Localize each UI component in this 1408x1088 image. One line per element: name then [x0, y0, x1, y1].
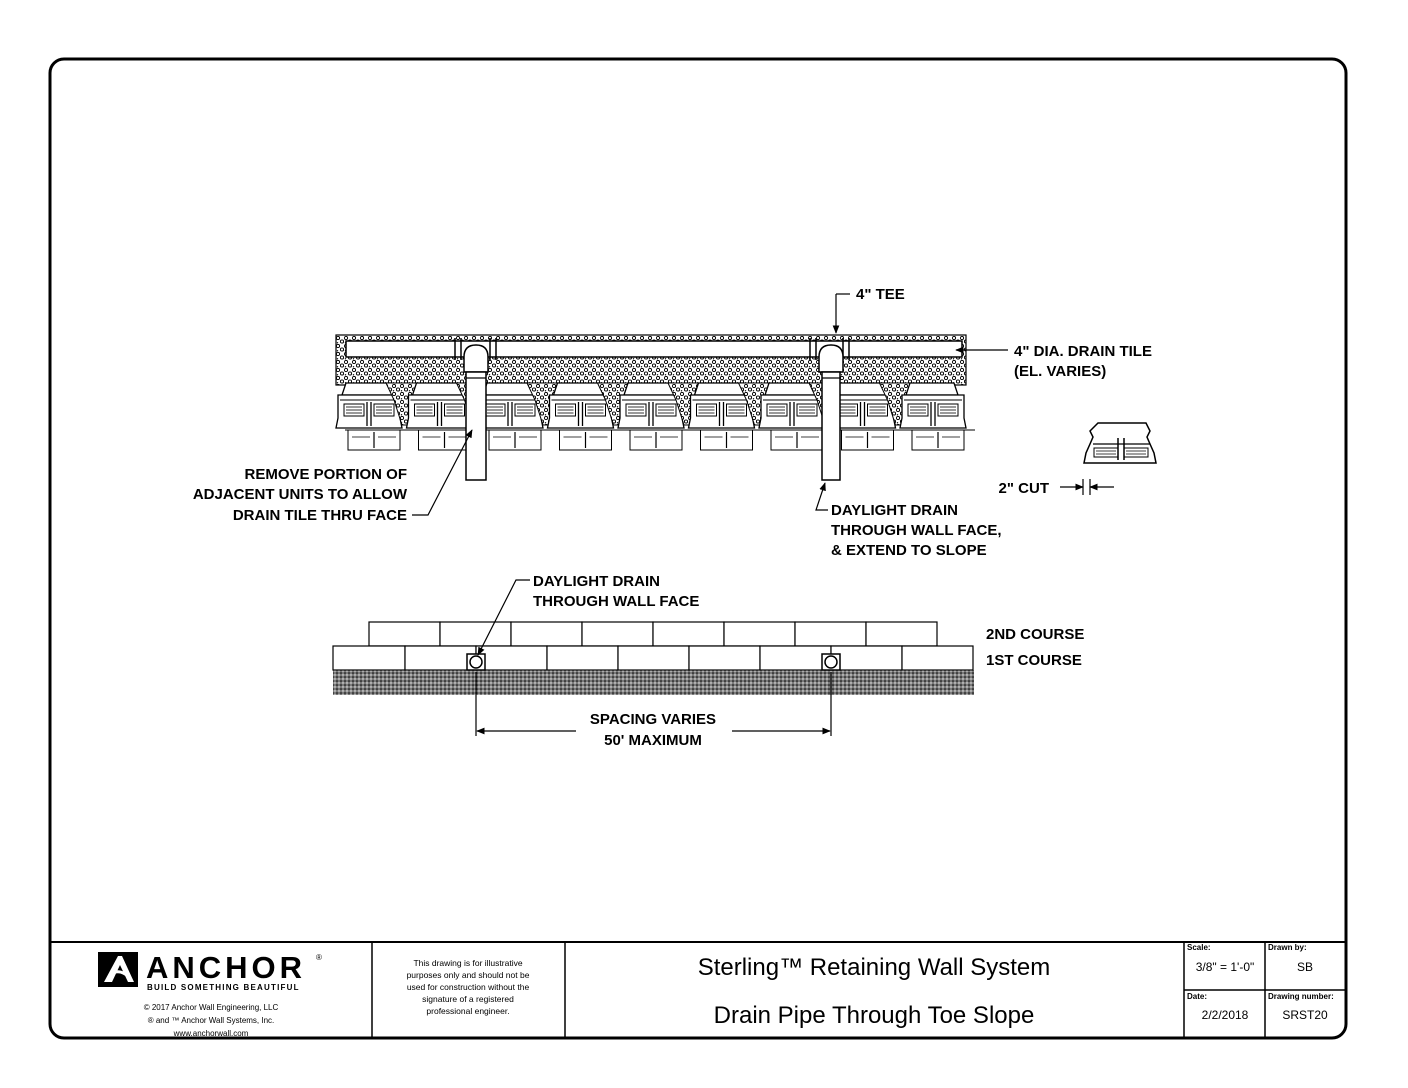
- daylight-plan-label-2: THROUGH WALL FACE,: [831, 522, 1002, 539]
- wall-unit: [405, 382, 474, 451]
- wall-unit: [476, 382, 544, 451]
- drain-tile-elevation-note: (EL. VARIES): [1014, 363, 1106, 380]
- first-course-block: [688, 645, 761, 671]
- second-course: [368, 621, 938, 647]
- wall-unit: [335, 382, 403, 451]
- daylight-elev-label-2: THROUGH WALL FACE: [533, 593, 699, 610]
- brand-tagline: BUILD SOMETHING BEAUTIFUL: [147, 983, 300, 992]
- second-course-block: [794, 621, 867, 647]
- disclaimer-line-4: signature of a registered: [422, 994, 514, 1004]
- first-course: [332, 645, 974, 671]
- tee-left: [463, 344, 489, 481]
- first-course-label: 1ST COURSE: [986, 652, 1082, 669]
- first-course-block: [404, 645, 477, 671]
- drawn-by-value: SB: [1297, 960, 1313, 974]
- scale-value: 3/8" = 1'-0": [1196, 960, 1255, 974]
- daylight-elev-leader: [477, 579, 530, 656]
- drain-outlet-left: [466, 653, 486, 671]
- second-course-block: [439, 621, 512, 647]
- wall-units: [335, 382, 975, 451]
- first-course-block: [332, 645, 406, 671]
- first-course-block: [901, 645, 974, 671]
- elevation-view: DAYLIGHT DRAIN THROUGH WALL FACE 2ND COU…: [332, 573, 1084, 749]
- second-course-label: 2ND COURSE: [986, 626, 1084, 643]
- first-course-block: [759, 645, 832, 671]
- first-course-block: [475, 645, 548, 671]
- disclaimer-line-5: professional engineer.: [426, 1006, 509, 1016]
- daylight-elev-label-1: DAYLIGHT DRAIN: [533, 573, 660, 590]
- website: www.anchorwall.com: [173, 1029, 249, 1038]
- cut-label: 2" CUT: [999, 480, 1049, 497]
- second-course-block: [510, 621, 583, 647]
- plan-view: 4" TEE 4" DIA. DRAIN TILE (EL. VARIES) R…: [193, 286, 1152, 559]
- first-course-block: [546, 645, 619, 671]
- remove-portion-label-2: ADJACENT UNITS TO ALLOW: [193, 486, 408, 503]
- remove-portion-label-3: DRAIN TILE THRU FACE: [233, 507, 407, 524]
- remove-portion-leader: [412, 429, 473, 516]
- date-label: Date:: [1187, 992, 1207, 1001]
- drain-tile-pipe: [345, 340, 963, 358]
- second-course-block: [723, 621, 796, 647]
- drawing-number-label: Drawing number:: [1268, 992, 1334, 1001]
- spacing-label-1: SPACING VARIES: [590, 711, 716, 728]
- drain-tile-label: 4" DIA. DRAIN TILE: [1014, 343, 1152, 360]
- second-course-block: [865, 621, 938, 647]
- second-course-block: [368, 621, 441, 647]
- disclaimer-line-3: used for construction without the: [407, 982, 530, 992]
- first-course-block: [830, 645, 903, 671]
- wall-unit: [687, 382, 756, 451]
- registered-mark: ®: [316, 953, 322, 962]
- remove-portion-label-1: REMOVE PORTION OF: [244, 466, 407, 483]
- anchor-logo-icon: [98, 952, 138, 987]
- spacing-label-2: 50' MAXIMUM: [604, 732, 702, 749]
- sheet-border: [48, 57, 1348, 1040]
- daylight-plan-label-1: DAYLIGHT DRAIN: [831, 502, 958, 519]
- date-value: 2/2/2018: [1202, 1008, 1249, 1022]
- first-course-block: [617, 645, 690, 671]
- copyright-line-1: © 2017 Anchor Wall Engineering, LLC: [144, 1003, 279, 1012]
- drain-outlet-right: [821, 653, 841, 671]
- brand-name: ANCHOR: [146, 950, 306, 985]
- daylight-plan-label-3: & EXTEND TO SLOPE: [831, 542, 987, 559]
- wall-unit: [546, 382, 615, 451]
- tee-right: [818, 344, 844, 481]
- second-course-block: [652, 621, 725, 647]
- title-block: ANCHOR ® BUILD SOMETHING BEAUTIFUL © 201…: [50, 941, 1346, 1038]
- scale-label: Scale:: [1187, 943, 1211, 952]
- second-course-block: [581, 621, 654, 647]
- drawing-number-value: SRST20: [1282, 1008, 1328, 1022]
- wall-unit: [899, 382, 967, 451]
- drawing-subtitle: Drain Pipe Through Toe Slope: [714, 1002, 1035, 1029]
- drawn-by-label: Drawn by:: [1268, 943, 1307, 952]
- drawing-title: Sterling™ Retaining Wall System: [698, 954, 1051, 981]
- toe-slope-soil: [333, 670, 974, 695]
- copyright-line-2: ® and ™ Anchor Wall Systems, Inc.: [148, 1016, 275, 1025]
- disclaimer-line-1: This drawing is for illustrative: [413, 958, 522, 968]
- daylight-plan-leader: [815, 482, 828, 511]
- tee-label: 4" TEE: [856, 286, 905, 303]
- disclaimer-line-2: purposes only and should not be: [407, 970, 530, 980]
- cut-unit-detail: 2" CUT: [999, 422, 1157, 497]
